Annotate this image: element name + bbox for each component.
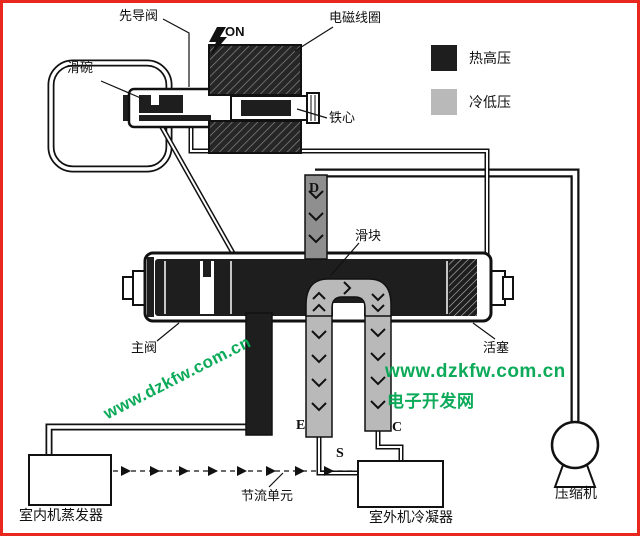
port-s-label: S — [336, 446, 344, 461]
coil-upper-block — [208, 44, 302, 96]
legend-swatch-cold-low-pressure — [431, 89, 457, 115]
legend-swatch-hot-high-pressure — [431, 45, 457, 71]
compressor-symbol — [550, 420, 600, 488]
slider-arch — [305, 278, 392, 317]
watermark-site-name: 电子开发网 — [387, 392, 475, 411]
watermark-url: www.dzkfw.com.cn — [385, 361, 566, 382]
port-e-pipe — [305, 312, 333, 438]
legend-label-hot-high-pressure: 热高压 — [469, 52, 511, 67]
diagram-canvas — [28, 18, 600, 508]
throttle-flow-arrows — [113, 466, 355, 476]
discharge-pipe — [315, 168, 580, 423]
piston-hatched — [449, 259, 477, 316]
slide-bowl-label: 滑碗 — [67, 60, 94, 75]
throttle-unit-label: 节流单元 — [241, 488, 294, 503]
legend: 热高压 冷低压 — [431, 45, 511, 133]
evaporator-box — [28, 454, 112, 506]
port-d-label: D — [309, 181, 320, 196]
port-c-pipe — [364, 312, 392, 432]
port-c-label: C — [392, 420, 403, 435]
iron-core-label: 铁心 — [329, 110, 356, 125]
slide-bowl-part — [139, 95, 183, 113]
solenoid-coil-label: 电磁线圈 — [329, 10, 382, 25]
main-valve-label: 主阀 — [131, 340, 158, 355]
power-on-label: ON — [225, 24, 245, 39]
pilot-valve-assembly — [123, 44, 320, 154]
outdoor-condenser-label: 室外机冷凝器 — [369, 511, 453, 526]
lightning-bolt-icon — [209, 27, 227, 57]
pilot-valve-label: 先导阀 — [119, 8, 159, 23]
evaporator-pipe — [45, 423, 255, 457]
legend-row-hot: 热高压 — [431, 45, 511, 71]
indoor-evaporator-label: 室内机蒸发器 — [19, 509, 103, 524]
coil-lower-block — [208, 120, 302, 154]
compressor-label: 压缩机 — [555, 487, 597, 502]
suction-tubes — [316, 431, 404, 476]
legend-row-cold: 冷低压 — [431, 89, 511, 115]
legend-label-cold-low-pressure: 冷低压 — [469, 96, 511, 111]
condenser-box — [357, 460, 444, 508]
piston-label: 活塞 — [483, 340, 510, 355]
iron-core-part — [241, 100, 291, 116]
port-d-pipe — [304, 174, 328, 260]
leader-lines — [100, 18, 496, 488]
port-e-label: E — [296, 418, 306, 433]
slider-label: 滑块 — [355, 228, 382, 243]
port-to-evaporator-pipe — [245, 312, 273, 436]
